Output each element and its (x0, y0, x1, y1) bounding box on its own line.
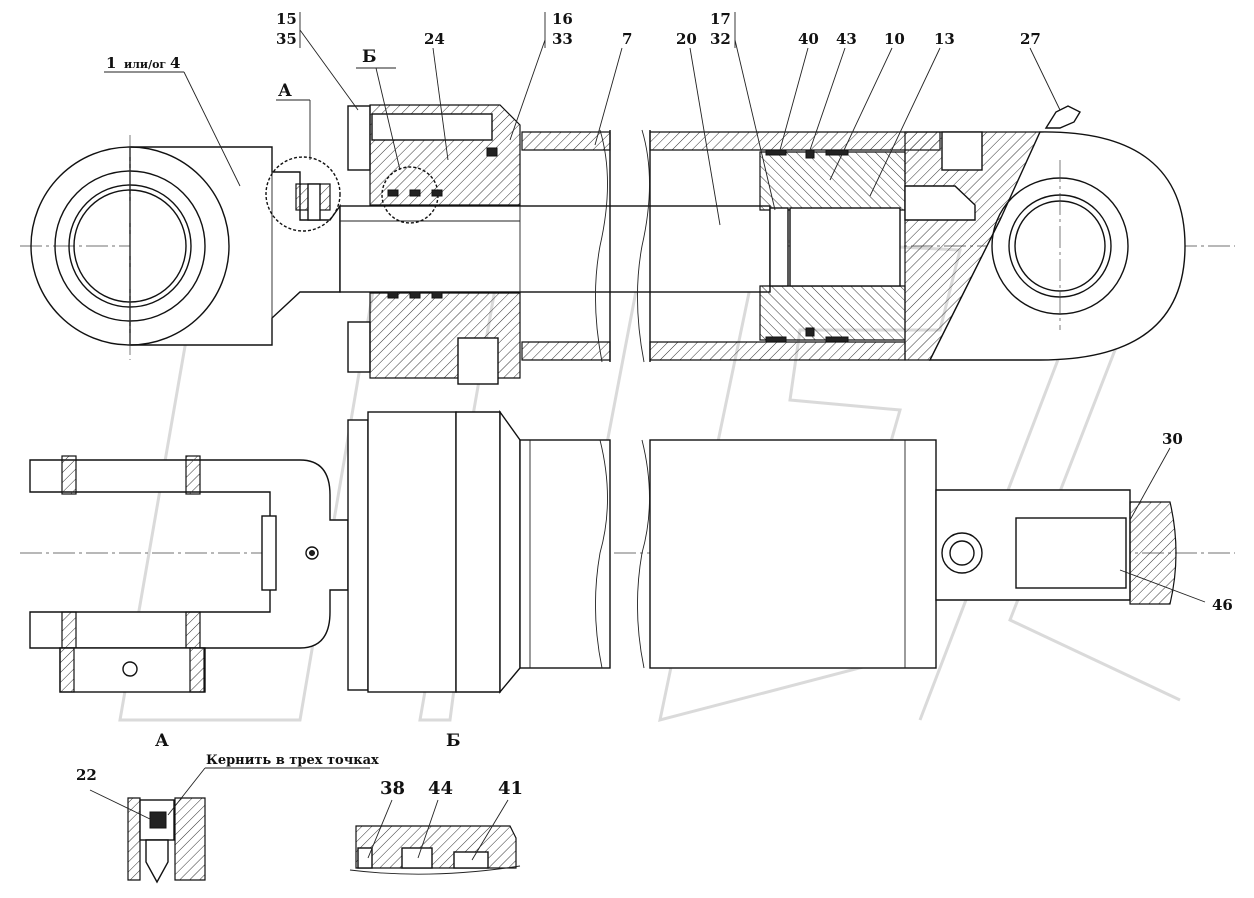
outside-view (20, 409, 1235, 694)
view-b-mark: Б (362, 47, 377, 67)
callout-7: 7 (622, 30, 632, 48)
callout-32: 32 (710, 30, 731, 48)
view-a-mark: А (278, 81, 292, 101)
cylinder-eye (904, 105, 1186, 361)
callout-1: 1 (106, 54, 116, 72)
detail-a (127, 797, 206, 884)
leader-lines (89, 12, 1206, 861)
callout-4: 4 (170, 54, 180, 72)
tube-outside (519, 439, 937, 669)
callout-46: 46 (1212, 596, 1233, 614)
detail-b (349, 825, 521, 875)
callout-22: 22 (76, 766, 97, 784)
callout-1-suffix: или/ог (124, 58, 166, 71)
gland-nut-outside (347, 409, 521, 694)
callout-43: 43 (836, 30, 857, 48)
rod-eye (30, 135, 341, 360)
lock-screw-a (265, 156, 341, 232)
callout-44: 44 (428, 778, 453, 799)
detail-b-title: Б (446, 731, 461, 751)
piston-rod (339, 205, 771, 293)
piston (759, 149, 906, 343)
cylinder-tube (521, 129, 941, 363)
labels: 15 35 16 33 7 20 17 32 40 43 10 13 27 30… (76, 10, 1233, 799)
callout-17: 17 (710, 10, 731, 28)
callout-38: 38 (380, 778, 405, 799)
callout-27: 27 (1020, 30, 1041, 48)
detail-a-title: А (155, 731, 169, 751)
callout-41: 41 (498, 778, 523, 799)
punch-note: Кернить в трех точках (206, 753, 379, 768)
callout-13: 13 (934, 30, 955, 48)
clevis-fork (29, 455, 349, 693)
callout-20: 20 (676, 30, 697, 48)
callout-16: 16 (552, 10, 573, 28)
cylinder-end-outside (935, 489, 1177, 605)
callout-33: 33 (552, 30, 573, 48)
callout-24: 24 (424, 30, 445, 48)
callout-15: 15 (276, 10, 297, 28)
callout-10: 10 (884, 30, 905, 48)
callout-30: 30 (1162, 430, 1183, 448)
callout-40: 40 (798, 30, 819, 48)
callout-35: 35 (276, 30, 297, 48)
section-view (20, 104, 1235, 385)
